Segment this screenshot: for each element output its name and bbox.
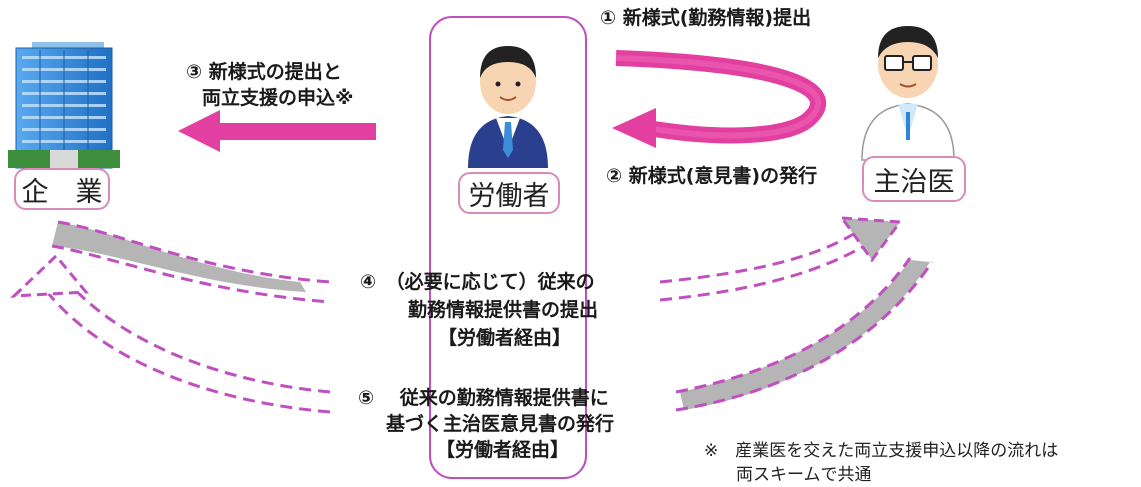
flow-arrow-4 — [51, 216, 903, 304]
step-5-line-2: 基づく主治医意見書の発行 — [386, 413, 615, 435]
step-3-line-2: 両立支援の申込※ — [202, 87, 354, 109]
office-building-icon — [8, 42, 120, 169]
worker-label: 労働者 — [468, 180, 550, 212]
worker-frame — [429, 16, 587, 479]
flow-arrow-5 — [10, 253, 934, 414]
footnote-line-2: 両スキームで共通 — [736, 465, 872, 485]
submit-arrow-left — [178, 110, 376, 152]
doctor-icon — [861, 26, 955, 161]
doctor-box: 主治医 — [862, 156, 966, 202]
step-3-line-1: ③ 新様式の提出と — [186, 61, 342, 83]
step-4-line-1: ④ （必要に応じて）従来の — [360, 271, 595, 293]
worker-person-icon — [468, 46, 548, 168]
doctor-label: 主治医 — [873, 166, 955, 198]
u-turn-arrow — [612, 50, 827, 148]
step-5-line-1: ⑤ 従来の勤務情報提供書に — [358, 387, 609, 409]
worker-box: 労働者 — [458, 172, 560, 214]
company-box: 企 業 — [14, 168, 110, 210]
step-5-line-3: 【労働者経由】 — [436, 439, 570, 461]
footnote-line-1: ※ 産業医を交えた両立支援申込以降の流れは — [704, 441, 1059, 461]
step-4-line-3: 【労働者経由】 — [438, 327, 572, 349]
step-2-label: ② 新様式(意見書)の発行 — [606, 165, 818, 187]
company-label: 企 業 — [21, 176, 103, 208]
step-4-line-2: 勤務情報提供書の提出 — [408, 299, 599, 321]
step-1-label: ① 新様式(勤務情報)提出 — [600, 7, 812, 29]
